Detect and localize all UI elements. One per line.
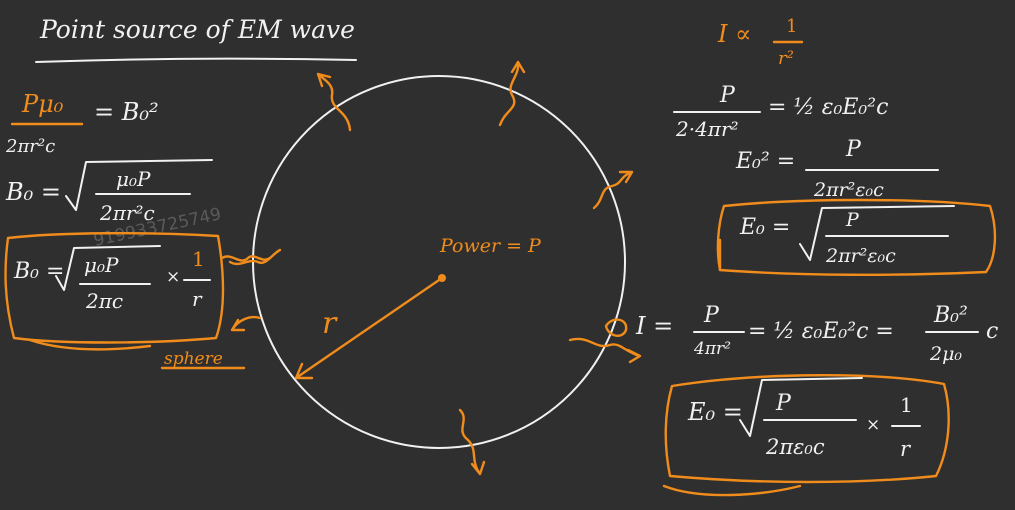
right-eq4-den2: 2μ₀ [929, 343, 962, 365]
left-eq3-sqrt [55, 245, 161, 291]
sphere-circle [252, 75, 626, 449]
right-eq5-num: P [775, 391, 792, 416]
right-eq5-lhs: E₀ = [687, 398, 743, 426]
right-eq4-den: 4πr² [693, 339, 731, 359]
right-prop-num: 1 [786, 16, 797, 37]
power-label: Power = P [439, 235, 542, 257]
radius-arrow [294, 276, 444, 380]
left-eq2-sqrt [65, 159, 213, 211]
left-eq2-num: μ₀P [116, 167, 151, 191]
left-eq3-num: μ₀P [84, 253, 119, 277]
left-eq1-num: Pμ₀ [21, 90, 64, 118]
wave-arrow-bottom [458, 408, 486, 476]
wave-arrow-top-left [316, 72, 352, 132]
wave-arrow-top [498, 60, 526, 127]
right-eq4-num2: B₀² [933, 303, 968, 328]
right-eq5-box [664, 374, 950, 484]
wave-arrow-left [228, 248, 282, 266]
left-eq3-box [4, 232, 225, 344]
right-prop-left: I ∝ [717, 20, 751, 48]
right-eq3-sqrt [799, 205, 955, 261]
right-eq4-tail: c [986, 319, 998, 344]
right-eq5-den: 2πε₀c [765, 435, 825, 459]
right-eq4-pointer [604, 318, 628, 337]
right-eq3-lhs: E₀ = [739, 215, 790, 240]
left-eq3-lhs: B₀ = [13, 259, 64, 284]
sphere-pointer [230, 316, 262, 332]
radius-label: r [322, 306, 338, 341]
left-eq3-tail [220, 255, 272, 262]
right-eq2-num: P [845, 137, 862, 162]
left-eq3-mult: × [166, 267, 180, 287]
right-eq1-num: P [719, 83, 736, 108]
sphere-label: sphere [164, 349, 223, 369]
right-eq1-rhs: = ½ ε₀E₀²c [768, 95, 888, 120]
right-eq4-lhs: I = [635, 312, 673, 340]
wave-arrow-right [592, 170, 634, 210]
left-eq1-rhs: = B₀² [94, 98, 159, 126]
right-eq5-frac-num: 1 [900, 393, 913, 417]
left-eq2-den: 2πr²c [99, 201, 155, 225]
left-box-swoosh [28, 338, 152, 351]
right-eq4-mid: = ½ ε₀E₀²c = [748, 319, 894, 344]
right-eq5-frac-den: r [900, 437, 912, 461]
left-eq3-frac-den: r [192, 287, 203, 311]
title: Point source of EM wave [39, 15, 355, 44]
right-eq2-den: 2πr²ε₀c [813, 179, 884, 201]
title-underline [35, 57, 357, 63]
right-eq5-mult: × [866, 415, 880, 435]
left-eq1-den: 2πr²c [5, 136, 55, 157]
right-eq3-den: 2πr²ε₀c [825, 245, 896, 267]
left-eq3-den: 2πc [85, 289, 123, 313]
right-eq4-num: P [703, 303, 720, 328]
right-eq3-num: P [845, 209, 860, 231]
right-box-swoosh [662, 484, 802, 497]
left-eq3-frac-num: 1 [192, 247, 205, 271]
wave-arrow-bottom-right [568, 337, 642, 364]
right-prop-den: r² [778, 48, 794, 69]
right-eq1-den: 2·4πr² [675, 117, 739, 141]
right-eq5-sqrt [739, 377, 863, 437]
right-eq2-lhs: E₀² = [735, 149, 795, 174]
left-eq2-lhs: B₀ = [5, 178, 61, 206]
